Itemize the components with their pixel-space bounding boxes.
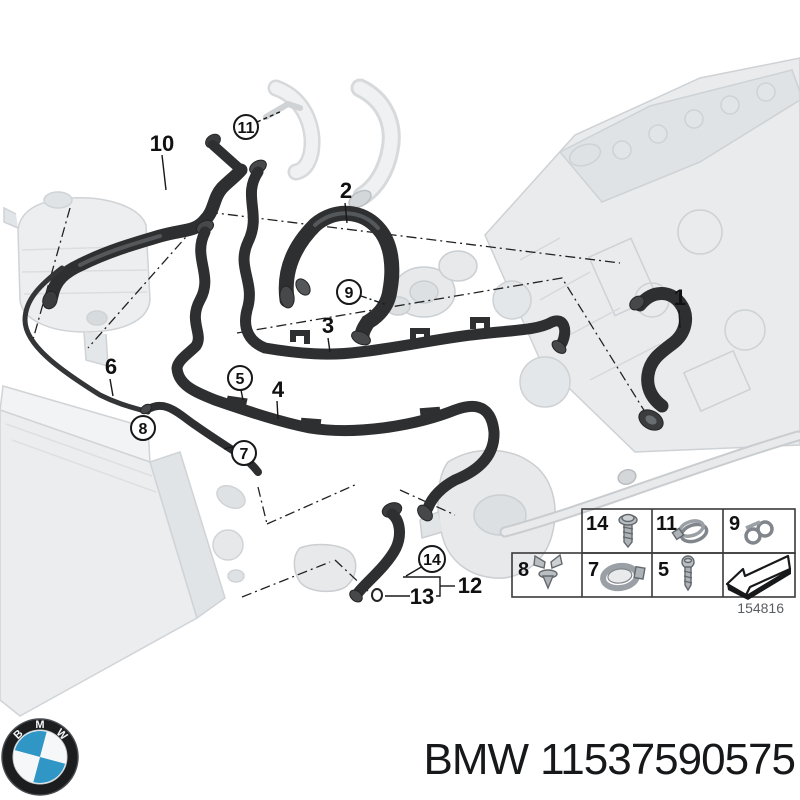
- water-pump-illustration: [385, 250, 478, 318]
- leader-lines: [109, 110, 681, 597]
- legend-cell-8-label: 8: [518, 559, 529, 581]
- brand-text: BMW: [424, 735, 530, 784]
- legend-cell-9-label: 9: [729, 513, 740, 535]
- hose-1: [629, 287, 693, 431]
- engine-block-illustration: [484, 57, 800, 453]
- thermostat-housing-illustration: [293, 449, 556, 593]
- return-pipe-illustration: [499, 430, 800, 538]
- circled-label-14: 14: [423, 552, 441, 569]
- bmw-letter-m: M: [35, 719, 44, 731]
- callout-1: 1: [674, 285, 686, 310]
- legend-cell-14-label: 14: [586, 513, 609, 535]
- vent-pipe-6: [22, 265, 151, 415]
- flanged-screw-icon: [618, 513, 638, 549]
- large-clamp-icon: [600, 562, 646, 592]
- callout-2: 2: [340, 178, 352, 203]
- hose-13-and-elbow-14: [349, 502, 405, 603]
- hose-3: [238, 159, 571, 360]
- circled-callout-5: 5: [227, 365, 253, 391]
- callout-3: 3: [322, 313, 334, 338]
- legend-cell-7-label: 7: [588, 559, 599, 581]
- expanding-rivet-icon: [533, 553, 563, 590]
- dash-dot-lines: [31, 207, 651, 598]
- callout-10: 10: [150, 131, 174, 156]
- catalog-number: 154816: [737, 600, 784, 616]
- self-tapping-screw-icon: [681, 555, 695, 592]
- bmw-quadrants: [14, 731, 66, 783]
- circled-label-8: 8: [139, 421, 148, 438]
- hose-4: [171, 219, 500, 522]
- callout-13: 13: [410, 584, 434, 609]
- legend-grid-lines: [511, 508, 796, 598]
- circled-callouts: 11 9 5 8 7 14: [130, 114, 446, 573]
- hose-clamp-icon: [671, 519, 709, 544]
- circled-callout-8: 8: [130, 415, 156, 441]
- circled-label-11: 11: [238, 120, 255, 137]
- radiator-illustration: [0, 385, 246, 717]
- hose-2: [278, 205, 400, 346]
- callout-6: 6: [105, 354, 117, 379]
- plain-callouts: 10 2 3 6 4 1 13 12: [105, 131, 686, 609]
- circled-callout-14: 14: [418, 545, 446, 573]
- expansion-tank-illustration: [3, 191, 151, 367]
- circled-label-7: 7: [240, 446, 249, 463]
- legend-cell-5-label: 5: [658, 559, 669, 581]
- direction-arrow-icon: [725, 554, 792, 600]
- part-number: 11537590575: [540, 735, 795, 784]
- hose-10: [42, 133, 248, 310]
- hose-8: [140, 401, 262, 476]
- circled-label-5: 5: [236, 371, 245, 388]
- upper-hose-ghost-illustration: [263, 78, 401, 209]
- circled-callout-9: 9: [336, 279, 362, 305]
- legend-cell-11-label: 11: [656, 513, 677, 535]
- circled-label-9: 9: [345, 285, 354, 302]
- legend-grid: 14 11 9 8 7 5: [511, 508, 796, 616]
- bmw-logo: B M W: [1, 718, 79, 796]
- pipe-clip-icon: [744, 520, 774, 545]
- circled-callout-11: 11: [233, 114, 259, 140]
- callout-4: 4: [272, 377, 285, 402]
- callout-12: 12: [458, 573, 482, 598]
- circled-callout-7: 7: [231, 440, 257, 466]
